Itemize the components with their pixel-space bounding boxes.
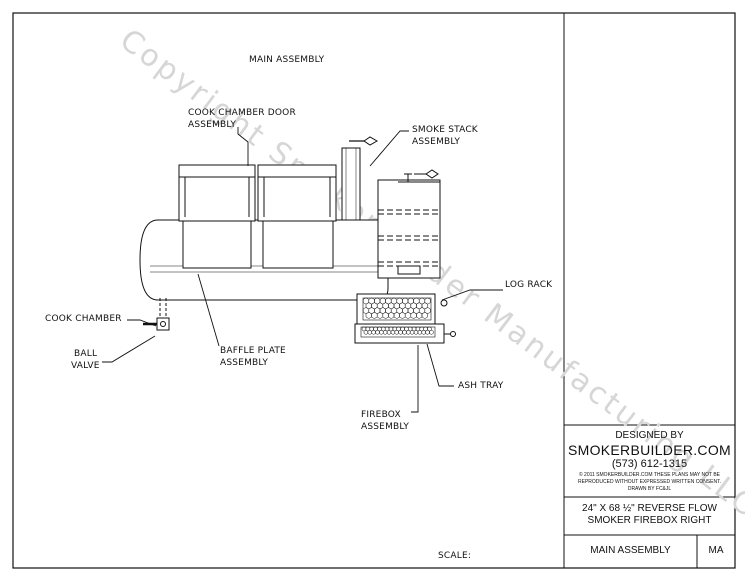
- ball-valve-label-line2: VALVE: [71, 361, 100, 371]
- baffle-plate-label-line1: BAFFLE PLATE: [220, 346, 286, 356]
- smoke-stack-label-line1: SMOKE STACK: [412, 125, 478, 135]
- company-phone: (573) 612-1315: [611, 458, 688, 470]
- firebox-label-line1: FIREBOX: [361, 410, 401, 420]
- sheet-name: MAIN ASSEMBLY: [590, 545, 671, 556]
- sheet-code: MA: [708, 545, 724, 556]
- copyright-notice-line2: REPRODUCED WITHOUT EXPRESSED WRITTEN CON…: [578, 479, 721, 485]
- cook-chamber-label: COOK CHAMBER: [45, 314, 122, 324]
- smoke-stack: [341, 136, 379, 221]
- ash-tray-label: ASH TRAY: [458, 381, 504, 391]
- baffle-plate-label-line2: ASSEMBLY: [220, 358, 269, 368]
- door-callout-label-line1: COOK CHAMBER DOOR: [188, 108, 296, 118]
- firebox: [377, 169, 441, 279]
- firebox-label-line2: ASSEMBLY: [361, 422, 410, 432]
- sheet-border: [12, 12, 736, 569]
- cook-chamber-door-left: [178, 164, 256, 269]
- mesh-cell: [421, 311, 428, 319]
- drawn-by-label: DRAWN BY FC&JL: [627, 486, 672, 492]
- scale-label: SCALE:: [438, 551, 472, 561]
- cook-chamber-door-right: [257, 164, 337, 269]
- drawing-title: MAIN ASSEMBLY: [249, 55, 325, 65]
- door-callout-label-line2: ASSEMBLY: [188, 120, 237, 130]
- mesh-cell: [429, 329, 434, 335]
- log-rack-label: LOG RACK: [505, 280, 553, 290]
- ash-tray: [354, 323, 456, 344]
- smoke-stack-label-line2: ASSEMBLY: [412, 137, 461, 147]
- plan-title-line2: SMOKER FIREBOX RIGHT: [587, 515, 712, 526]
- copyright-notice-line1: © 2011 SMOKERBUILDER.COM THESE PLANS MAY…: [578, 472, 721, 478]
- ball-valve-label-line1: BALL: [74, 349, 98, 359]
- plan-title-line1: 24" X 68 ½" REVERSE FLOW: [582, 503, 717, 514]
- log-rack: [356, 293, 448, 325]
- company-name: SMOKERBUILDER.COM: [567, 442, 731, 458]
- designed-by-label: DESIGNED BY: [615, 430, 684, 441]
- leader-lines: [102, 127, 503, 413]
- ball-valve: [143, 298, 170, 331]
